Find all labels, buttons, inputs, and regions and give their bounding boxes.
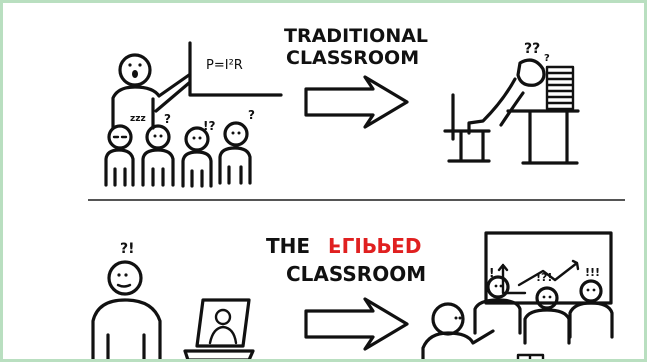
arrow-bottom [304,297,409,351]
flipped-title-flipped: FLIPPED [328,233,421,257]
flipped-title-the: THE [266,234,310,258]
student-q2-text: !? [203,119,215,133]
studier-q-text: ?? [524,41,540,57]
arrow-top [304,75,409,129]
group-excl1-text: ! [489,266,494,280]
traditional-title-line2: CLASSROOM [286,47,419,69]
group-excl2-text: !!! [585,266,600,279]
student-q-text: ?! [120,241,135,257]
student-q1-text: ? [164,112,171,126]
group-q-text: !?! [536,271,552,284]
students-row: zzz ? !? ? [104,108,255,188]
traditional-title-line1: TRADITIONAL [284,25,428,47]
student-with-laptop: ?! [91,241,255,359]
flipped-title-classroom: CLASSROOM [286,262,426,286]
student-q3-text: ? [248,108,255,122]
flipped-title: THE FLIPPED CLASSROOM [266,233,426,286]
chalkboard: P=I²R [188,41,283,97]
teacher-figure [111,53,191,130]
student-at-desk: ?? ? [443,41,580,165]
studier-q2-text: ? [544,53,550,64]
collaborative-group: ! !?! !!! [421,231,614,359]
formula-text: P=I²R [206,58,243,73]
traditional-title: TRADITIONAL CLASSROOM [284,25,428,69]
flipped-classroom-illustration: P=I²R zzz ? !? ? TRADITIONAL CLASSROOM [88,25,625,359]
student-snore-text: zzz [130,114,146,124]
